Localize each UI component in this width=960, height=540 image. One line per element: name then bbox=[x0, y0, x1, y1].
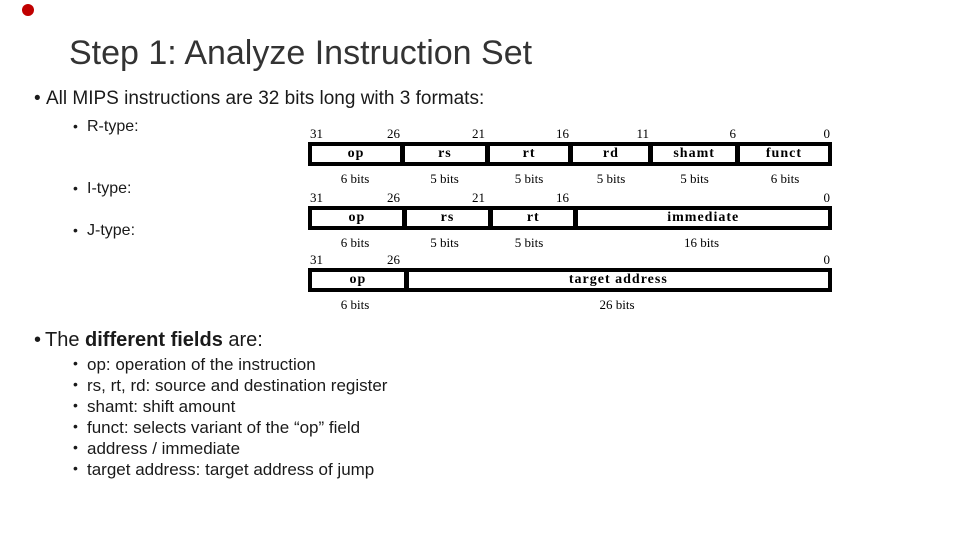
intro-bullet-text: All MIPS instructions are 32 bits long w… bbox=[46, 88, 485, 109]
fields-heading-bold: different fields bbox=[85, 329, 223, 351]
format-label-text: R-type: bbox=[87, 118, 139, 135]
bullet-icon: • bbox=[73, 439, 78, 455]
bits-width-label: 6 bits bbox=[770, 171, 800, 186]
field-description-item: • op: operation of the instruction bbox=[73, 355, 316, 375]
fields-heading: •The different fields are: bbox=[34, 329, 263, 352]
bit-number: 16 bbox=[556, 126, 569, 141]
bullet-icon: • bbox=[73, 355, 78, 371]
bit-number: 0 bbox=[823, 252, 831, 267]
bits-width-label: 5 bits bbox=[514, 171, 544, 186]
bullet-icon: • bbox=[34, 329, 42, 351]
bit-number: 26 bbox=[387, 126, 400, 141]
field-description-text: shamt: shift amount bbox=[87, 397, 236, 416]
intro-bullet: •All MIPS instructions are 32 bits long … bbox=[34, 88, 484, 110]
bit-number: 6 bbox=[729, 126, 737, 141]
field-cell: op bbox=[347, 146, 365, 161]
field-row: op target address bbox=[308, 268, 832, 292]
bit-widths-row: 6 bits 26 bits bbox=[308, 298, 832, 312]
bits-width-label: 6 bits bbox=[340, 235, 370, 250]
bits-width-label: 5 bits bbox=[514, 235, 544, 250]
field-cell: rt bbox=[488, 210, 573, 226]
fields-heading-prefix: The bbox=[45, 329, 86, 351]
bit-number: 31 bbox=[310, 252, 323, 267]
field-description-text: target address: target address of jump bbox=[87, 460, 375, 479]
field-description-item: • target address: target address of jump bbox=[73, 460, 374, 480]
bullet-icon: • bbox=[73, 376, 78, 392]
field-cell: rd bbox=[568, 146, 648, 162]
bullet-icon: • bbox=[73, 418, 78, 434]
bullet-icon: • bbox=[73, 118, 78, 134]
bit-numbers-row: 31 26 0 bbox=[308, 252, 832, 267]
bit-number: 16 bbox=[556, 190, 569, 205]
bit-number: 21 bbox=[472, 190, 485, 205]
format-label-text: J-type: bbox=[87, 222, 136, 239]
field-cell: op bbox=[349, 272, 367, 287]
bullet-icon: • bbox=[73, 460, 78, 476]
bits-width-label: 5 bits bbox=[680, 171, 709, 186]
bits-width-label: 16 bits bbox=[683, 235, 720, 250]
bullet-icon: • bbox=[34, 88, 41, 109]
format-label-text: I-type: bbox=[87, 180, 132, 197]
field-cell: rs bbox=[400, 146, 485, 162]
bullet-icon: • bbox=[73, 222, 78, 238]
bits-width-label: 5 bits bbox=[430, 235, 459, 250]
bit-widths-row: 6 bits 5 bits 5 bits 16 bits bbox=[308, 236, 832, 250]
bits-width-label: 26 bits bbox=[599, 297, 635, 312]
bit-number: 31 bbox=[310, 126, 323, 141]
field-description-item: • address / immediate bbox=[73, 439, 240, 459]
field-cell: funct bbox=[734, 146, 828, 162]
bits-width-label: 5 bits bbox=[596, 171, 626, 186]
field-cell: immediate bbox=[573, 210, 828, 226]
bit-widths-row: 6 bits 5 bits 5 bits 5 bits 5 bits 6 bits bbox=[308, 172, 832, 186]
page-title: Step 1: Analyze Instruction Set bbox=[69, 34, 533, 72]
bits-width-label: 5 bits bbox=[430, 171, 459, 186]
field-cell: rs bbox=[401, 210, 488, 226]
field-description-item: • rs, rt, rd: source and destination regi… bbox=[73, 376, 387, 396]
field-cell: shamt bbox=[648, 146, 735, 162]
bit-number: 11 bbox=[636, 126, 649, 141]
field-cell: target address bbox=[403, 272, 828, 288]
fields-heading-suffix: are: bbox=[222, 329, 263, 351]
format-label-r-type: • R-type: bbox=[73, 118, 139, 136]
format-label-j-type: • J-type: bbox=[73, 222, 135, 240]
field-description-item: • shamt: shift amount bbox=[73, 397, 235, 417]
field-description-text: op: operation of the instruction bbox=[87, 355, 316, 374]
field-cell: op bbox=[348, 210, 366, 225]
red-dot bbox=[22, 4, 34, 16]
bit-number: 26 bbox=[387, 190, 400, 205]
format-label-i-type: • I-type: bbox=[73, 180, 131, 198]
field-description-text: funct: selects variant of the “op” field bbox=[87, 418, 361, 437]
bit-numbers-row: 31 26 21 16 0 bbox=[308, 190, 832, 205]
field-description-text: rs, rt, rd: source and destination regis… bbox=[87, 376, 388, 395]
bits-width-label: 6 bits bbox=[340, 297, 370, 312]
bit-number: 0 bbox=[823, 190, 831, 205]
field-cell: rt bbox=[484, 146, 569, 162]
field-description-item: • funct: selects variant of the “op” fiel… bbox=[73, 418, 360, 438]
format-block-j-type: 31 26 0 op target address 6 bits 26 bits bbox=[308, 252, 832, 314]
bit-number: 31 bbox=[310, 190, 323, 205]
bits-width-label: 6 bits bbox=[340, 171, 370, 186]
bit-number: 0 bbox=[823, 126, 831, 141]
field-description-text: address / immediate bbox=[87, 439, 241, 458]
bit-number: 26 bbox=[387, 252, 400, 267]
bit-number: 21 bbox=[472, 126, 485, 141]
bit-numbers-row: 31 26 21 16 11 6 0 bbox=[308, 126, 832, 141]
bullet-icon: • bbox=[73, 180, 78, 196]
bullet-icon: • bbox=[73, 397, 78, 413]
